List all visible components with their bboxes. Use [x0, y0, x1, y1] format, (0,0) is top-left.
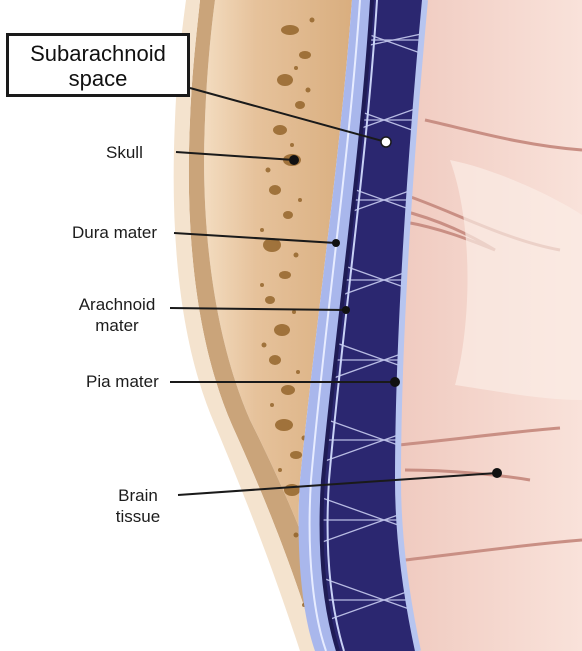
label-arachnoid-line2: mater: [74, 315, 160, 336]
label-pia-text: Pia mater: [86, 371, 159, 392]
label-skull-text: Skull: [106, 142, 143, 163]
label-arachnoid-line1: Arachnoid: [74, 294, 160, 315]
label-dura-text: Dura mater: [72, 222, 157, 243]
dot-dura: [332, 239, 340, 247]
callout-line-2: space: [9, 66, 187, 91]
label-arachnoid-mater: Arachnoid mater: [74, 294, 160, 336]
label-skull: Skull: [106, 142, 143, 163]
dot-subarachnoid: [381, 137, 391, 147]
label-pia-mater: Pia mater: [86, 371, 159, 392]
dot-skull: [289, 155, 299, 165]
label-brain-tissue: Brain tissue: [108, 485, 168, 527]
callout-line-1: Subarachnoid: [9, 41, 187, 66]
dot-brain: [492, 468, 502, 478]
dot-arachnoid: [342, 306, 350, 314]
label-brain-line2: tissue: [108, 506, 168, 527]
dot-pia: [390, 377, 400, 387]
label-brain-line1: Brain: [108, 485, 168, 506]
subarachnoid-callout: Subarachnoid space: [6, 33, 190, 97]
label-dura-mater: Dura mater: [72, 222, 157, 243]
